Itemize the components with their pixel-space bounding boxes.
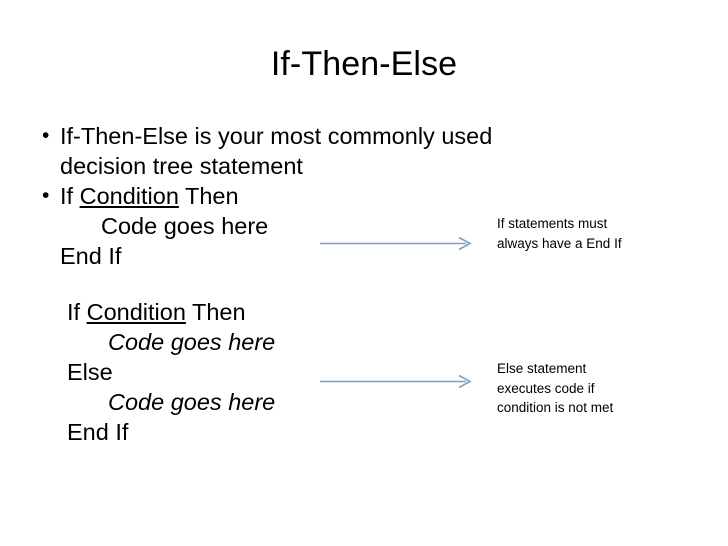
code-line: Else [67,357,506,387]
callout-note-end-if: If statements must always have a End If [497,216,622,251]
bullet-text-1: If-Then-Else is your most commonly used … [60,123,493,179]
code-line-pre: If [60,183,80,209]
code-block-if-then-else: If Condition Then Code goes here Else Co… [36,297,506,447]
bullet-marker-icon: • [42,184,50,207]
code-line: If Condition Then [60,181,506,211]
arrow-right-icon [320,374,472,388]
code-line: End If [67,417,506,447]
code-keyword-condition: Condition [79,183,179,209]
bullet-item-1: • If-Then-Else is your most commonly use… [36,121,506,181]
callout-note-else: Else statement executes code if conditio… [497,361,614,415]
code-line-pre: End If [67,419,129,445]
block-spacer [36,271,506,297]
slide-body: • If-Then-Else is your most commonly use… [36,121,506,447]
code-line-pre: Code goes here [101,213,269,239]
code-line-pre: Code goes here [108,329,276,355]
code-line: Code goes here [60,211,506,241]
code-line: End If [60,241,506,271]
page-title: If-Then-Else [270,45,458,83]
code-line-pre: Code goes here [108,389,276,415]
code-keyword-condition: Condition [86,299,186,325]
code-line: If Condition Then [67,297,506,327]
code-line-pre: End If [60,243,122,269]
code-line: Code goes here [67,387,506,417]
code-line-post: Then [185,299,246,325]
bullet-item-2: • If Condition Then Code goes here End I… [36,181,506,271]
code-line-pre: Else [67,359,113,385]
code-line: Code goes here [67,327,506,357]
arrow-right-icon [320,236,472,250]
bullet-marker-icon: • [42,124,50,147]
code-line-post: Then [178,183,239,209]
code-line-pre: If [67,299,87,325]
code-block-if-then: If Condition Then Code goes here End If [60,181,506,271]
